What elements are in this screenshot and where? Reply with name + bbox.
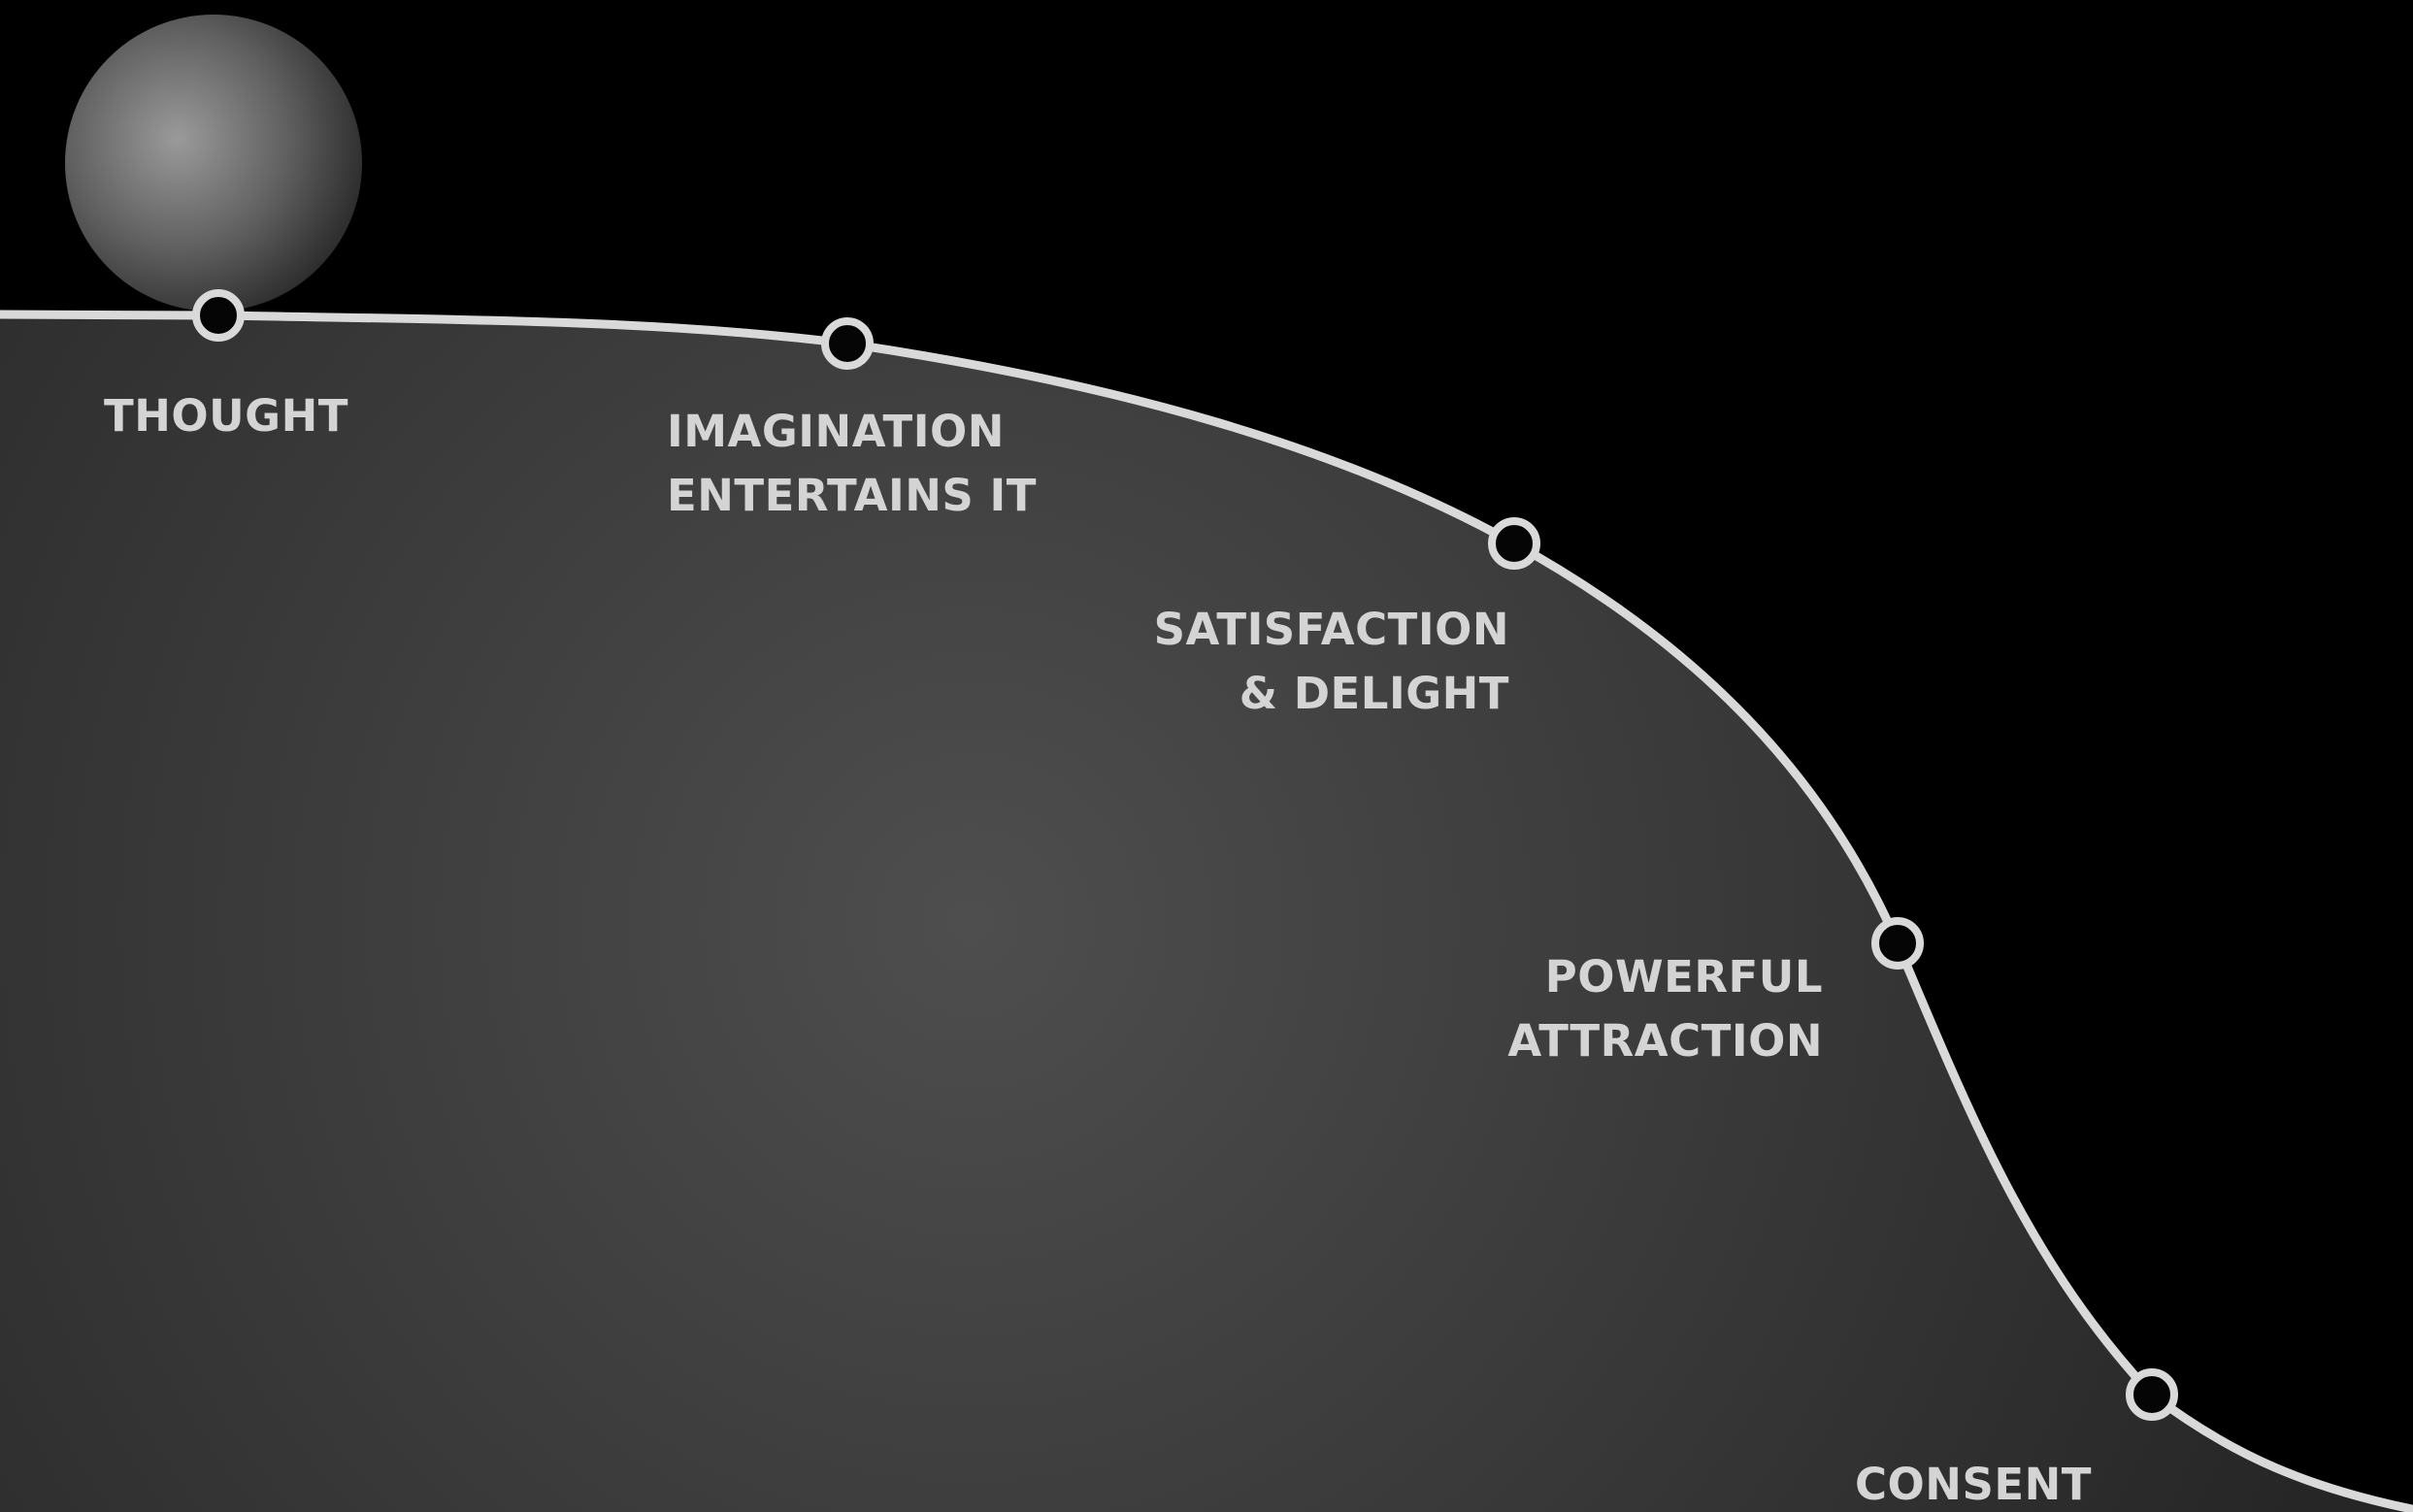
- stage-label: THOUGHT: [104, 390, 348, 442]
- hill-area: [0, 314, 2413, 1512]
- stage-label-line: THOUGHT: [104, 390, 348, 442]
- stage-node: [821, 317, 874, 370]
- stage-label-line: POWERFUL: [1545, 951, 1823, 1003]
- stage-label-line: IMAGINATION: [667, 406, 1005, 457]
- stage-label-line: & DELIGHT: [1240, 668, 1509, 719]
- sphere-icon: [65, 15, 362, 312]
- stage-node: [1488, 517, 1540, 570]
- stage-node: [1871, 917, 1924, 970]
- stage-label: IMAGINATION ENTERTAINS IT: [667, 406, 1037, 521]
- stage-label: CONSENT: [1855, 1459, 2092, 1510]
- stage-label-line: ATTRACTION: [1507, 1015, 1823, 1067]
- stage-label-line: CONSENT: [1855, 1459, 2092, 1510]
- stage-label-line: SATISFACTION: [1154, 604, 1509, 655]
- stage-label-line: ENTERTAINS IT: [667, 470, 1037, 521]
- stage-node: [192, 289, 245, 342]
- stage-node: [2126, 1368, 2178, 1421]
- stage-label: POWERFUL ATTRACTION: [1507, 951, 1823, 1067]
- stage-label: SATISFACTION & DELIGHT: [1154, 604, 1509, 719]
